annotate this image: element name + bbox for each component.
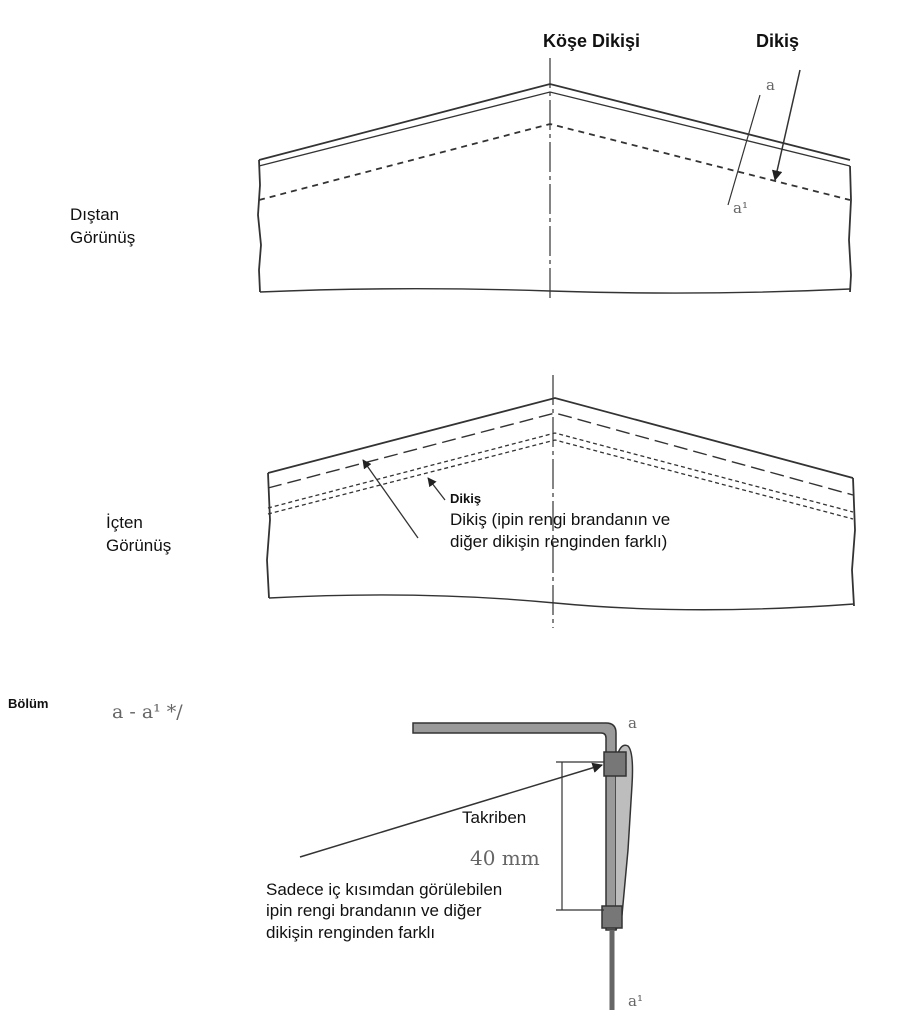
inside-left-edge [266, 472, 271, 599]
section-fold [615, 744, 634, 931]
corner-seam-label: Köşe Dikişi [543, 31, 641, 51]
stitch-top [603, 751, 627, 777]
mark-a-section: a [628, 714, 637, 732]
mark-a1-top: a¹ [733, 199, 748, 217]
outside-right-edge [848, 165, 852, 293]
inside-seam-double-b [267, 439, 854, 520]
visible-note: Sadece iç kısımdan görülebilen ipin reng… [266, 880, 503, 942]
section-top-flap [412, 722, 617, 931]
outside-bottom-edge [259, 288, 851, 294]
inside-view-panel [266, 375, 856, 628]
section-panel [299, 722, 634, 1010]
measure-label: 40 mm [470, 846, 540, 870]
inside-bottom-edge [268, 594, 855, 611]
seam-label-top: Dikiş [756, 31, 800, 51]
section-pointer [299, 762, 604, 858]
inside-seam-small-label: Dikiş [450, 491, 482, 506]
inside-right-edge [851, 477, 856, 607]
mark-a-top: a [766, 76, 775, 94]
outside-left-edge [257, 159, 262, 293]
approx-label: Takriben [462, 808, 527, 827]
section-label: Bölüm [8, 696, 49, 711]
section-formula: a - a¹ */ [112, 701, 183, 723]
inside-seam-pointer-small [427, 477, 446, 501]
seam-arrow-top [771, 69, 801, 182]
stitch-bottom [601, 905, 623, 929]
inside-view-label: İçten Görünüş [106, 513, 172, 555]
inside-roof-edge [267, 397, 854, 479]
outside-seam-line [258, 123, 851, 201]
outside-roof-edge [258, 83, 851, 161]
section-cut-line [727, 94, 761, 206]
outside-view-label: Dıştan Görünüş [70, 205, 136, 247]
outside-view-panel [257, 58, 852, 300]
inside-seam-pointer [362, 459, 419, 539]
inside-seam-note: Dikiş (ipin rengi brandanın ve diğer dik… [450, 510, 671, 552]
outside-roof-edge-inner [258, 91, 851, 167]
mark-a1-section: a¹ [628, 992, 643, 1010]
inside-seam-double-a [267, 432, 854, 513]
inside-dash-long [267, 412, 854, 496]
